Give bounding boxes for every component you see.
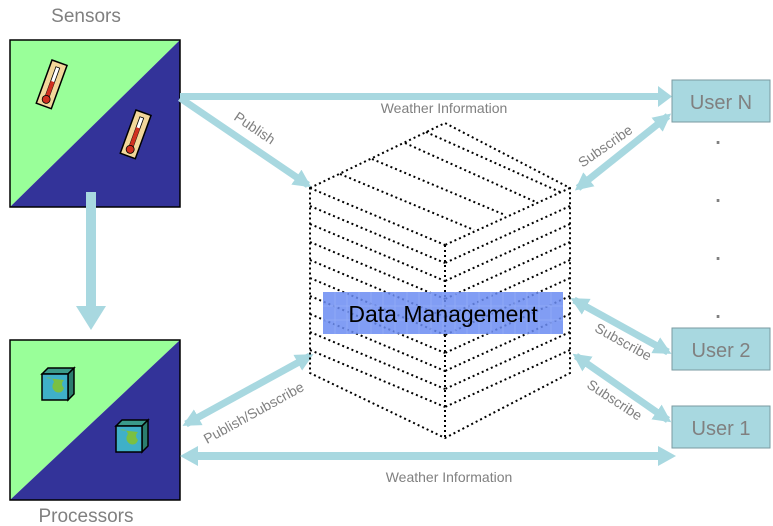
publish-subscribe-arrow [182, 352, 314, 428]
more-users-ellipsis: · · · · [713, 125, 722, 330]
user-1-label: User 1 [692, 418, 751, 440]
user-n-box[interactable]: User N [671, 79, 771, 123]
data-management-band [323, 292, 563, 334]
user-1-box[interactable]: User 1 [671, 405, 771, 449]
user-n-label: User N [690, 92, 752, 114]
ellipsis-dot: · [713, 299, 722, 330]
subscribe-user-2-arrow [570, 296, 672, 356]
weather-info-bottom-label: Weather Information [386, 469, 513, 485]
thermometer-icon [119, 109, 152, 160]
processors-box [9, 339, 181, 501]
processors-label: Processors [38, 506, 133, 526]
weather-info-top-arrow [180, 86, 672, 107]
cube-icon [114, 418, 150, 454]
subscribe-user-n-arrow [574, 113, 672, 191]
data-management-label: Data Management [348, 301, 538, 327]
ellipsis-dot: · [713, 241, 722, 272]
weather-info-top-label: Weather Information [381, 100, 508, 116]
thermometer-icon [35, 59, 68, 110]
user-2-box[interactable]: User 2 [671, 327, 771, 371]
user-2-label: User 2 [692, 340, 751, 362]
sensors-to-processors-arrow [76, 192, 106, 330]
weather-info-bottom-arrow [180, 446, 676, 466]
ellipsis-dot: · [713, 125, 722, 156]
sensors-box [9, 39, 181, 208]
ellipsis-dot: · [713, 183, 722, 214]
data-management-cube [309, 121, 571, 440]
publish-arrow [178, 95, 312, 188]
cube-icon [40, 366, 76, 402]
sensors-label: Sensors [51, 6, 121, 27]
subscribe-user-1-arrow [572, 353, 672, 423]
